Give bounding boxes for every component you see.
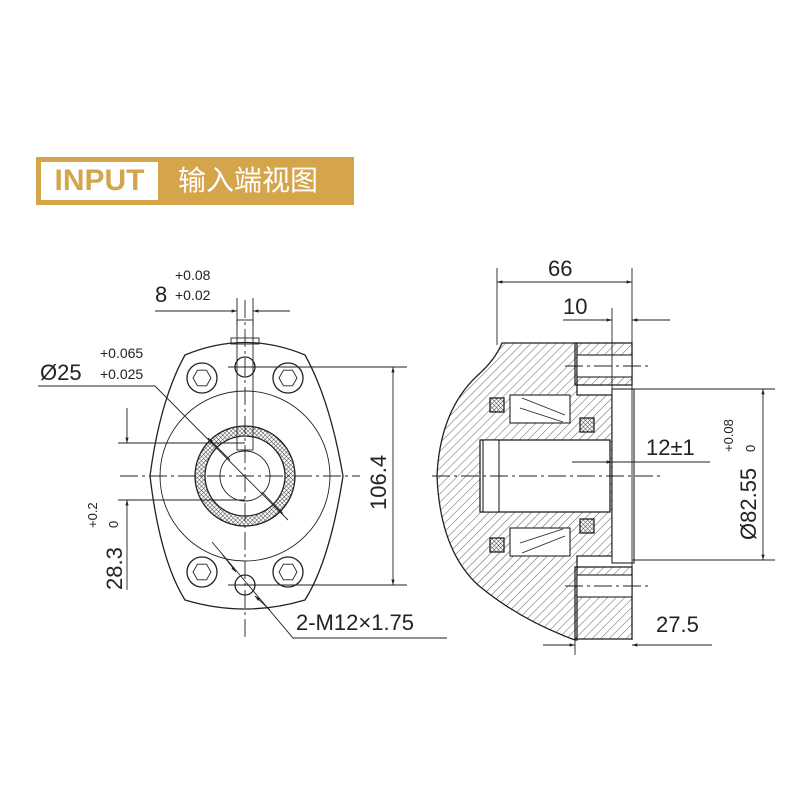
hex-socket-icon	[192, 563, 212, 581]
key-width-tol-upper: +0.08	[175, 267, 211, 283]
section-view: 66 10 12±1 Ø82.55 +0.08 0 27.5	[432, 256, 775, 655]
seal	[579, 417, 595, 433]
key-height-tol-upper: +0.2	[85, 502, 100, 528]
flange-thickness-value: 10	[563, 294, 587, 319]
front-view: 8 +0.08 +0.02 Ø25 +0.065 +0.025 28.3 +0.…	[38, 267, 447, 640]
plate-depth-value: 27.5	[656, 612, 699, 637]
hole-spacing-value: 106.4	[366, 455, 391, 510]
hex-socket-icon	[192, 369, 212, 387]
banner-title: 输入端视图	[178, 164, 319, 197]
key-height-value: 28.3	[102, 547, 127, 590]
bore-tol-lower: +0.025	[100, 366, 143, 382]
key-width-tol-lower: +0.02	[175, 287, 211, 303]
bolt-hole	[272, 362, 304, 394]
pilot-tol-lower: 0	[743, 445, 758, 452]
seal	[489, 397, 505, 413]
overall-length-value: 66	[548, 256, 572, 281]
shaft-offset-value: 12±1	[646, 435, 695, 460]
key-height-tol-lower: 0	[106, 521, 121, 528]
hex-socket-icon	[278, 369, 298, 387]
bore-value: Ø25	[40, 360, 82, 385]
key-width-value: 8	[155, 282, 167, 307]
bolt-hole	[272, 556, 304, 588]
bore-tol-upper: +0.065	[100, 345, 143, 361]
bolt-holes	[186, 362, 304, 588]
section-banner: INPUT 输入端视图	[36, 157, 354, 205]
input-tag: INPUT	[41, 162, 158, 200]
seal	[489, 537, 505, 553]
thread-callout: 2-M12×1.75	[296, 610, 414, 635]
pilot-tol-upper: +0.08	[721, 419, 736, 452]
bearings	[489, 394, 595, 557]
pilot-value: Ø82.55	[736, 468, 761, 540]
bolt-hole	[186, 362, 218, 394]
hex-socket-icon	[278, 563, 298, 581]
seal	[579, 518, 595, 534]
bolt-hole	[186, 556, 218, 588]
